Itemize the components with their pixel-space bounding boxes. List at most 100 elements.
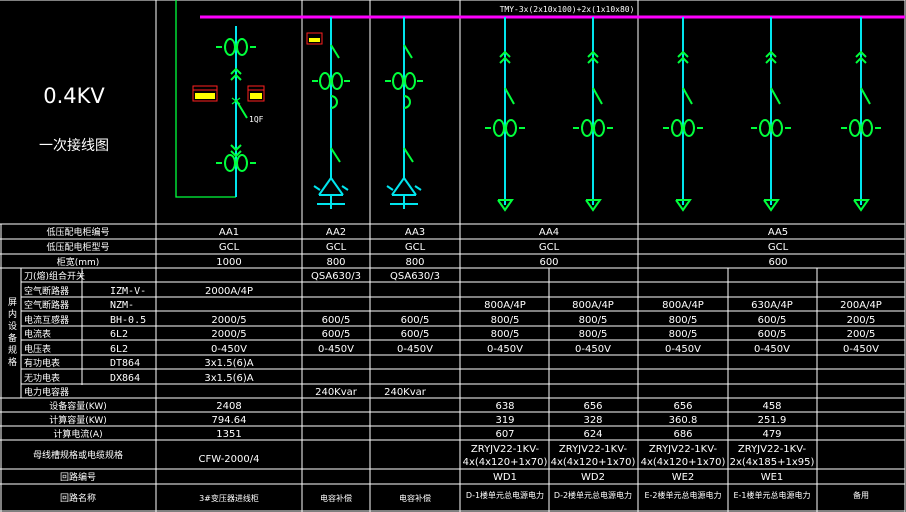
wd2-ct-icon	[573, 119, 613, 137]
cabinet-aa2-width: 800	[326, 257, 345, 268]
model-acb: IZM-V-	[110, 286, 146, 297]
wd1-voltmeter: 0-450V	[487, 344, 523, 355]
cabinet-aa3-type: GCL	[405, 242, 426, 253]
model-mccb: NZM-	[110, 300, 134, 311]
we2-calc-current: 686	[673, 429, 692, 440]
we1-voltmeter: 0-450V	[754, 344, 790, 355]
wd2-ammeter: 800/5	[579, 329, 608, 340]
aa1-circuit-name: 3#变压器进线柜	[199, 493, 259, 503]
aa2-capacitor: 240Kvar	[315, 387, 358, 398]
aa3-ct: 600/5	[401, 315, 430, 326]
aa1-meter-left-icon	[192, 85, 218, 102]
wd1-cable-size: 4x(4x120+1x70)	[463, 457, 548, 468]
aa1-reactive-meter: 3x1.5(6)A	[204, 373, 253, 384]
feeder-spare-circuit	[841, 17, 881, 212]
label-installed: 设备容量(KW)	[49, 400, 107, 412]
feeder-wd1-circuit	[485, 17, 525, 212]
aa3-ammeter: 600/5	[401, 329, 430, 340]
label-active-meter: 有功电表	[24, 357, 60, 369]
aa2-ct: 600/5	[322, 315, 351, 326]
wd2-ct: 800/5	[579, 315, 608, 326]
we2-circuit-no: WE2	[672, 472, 695, 483]
model-reactive-meter: DX864	[110, 373, 140, 384]
we2-mccb: 800A/4P	[662, 300, 704, 311]
aa1-meter-right-icon	[247, 85, 265, 102]
cabinet-aa2-type: GCL	[326, 242, 347, 253]
label-calc-power: 计算容量(KW)	[49, 414, 107, 426]
aa2-voltmeter: 0-450V	[318, 344, 354, 355]
we2-cable-size: 4x(4x120+1x70)	[641, 457, 726, 468]
aa1-installed: 2408	[216, 401, 241, 412]
cabinet-aa4-type: GCL	[539, 242, 560, 253]
aa1-values: 2000A/4P 2000/5 2000/5 0-450V 3x1.5(6)A …	[198, 286, 259, 503]
voltage-title: 0.4KV	[43, 84, 105, 108]
cabinet-aa1-width: 1000	[216, 257, 241, 268]
we1-ct-icon	[751, 119, 791, 137]
aa3-capacitor-bank-icon	[386, 177, 422, 209]
aa3-ct-icon	[385, 72, 423, 90]
model-ct: BH-0.5	[110, 315, 146, 326]
model-voltmeter: 6L2	[110, 344, 128, 355]
wd1-outgoing-arrow-icon	[497, 199, 514, 212]
wd2-cable-type: ZRYJV22-1KV-	[559, 444, 628, 455]
aa3-circuit-name: 电容补偿	[399, 493, 431, 503]
cabinet-aa4-width: 600	[539, 257, 558, 268]
spare-ct-icon	[841, 119, 881, 137]
aa1-ammeter: 2000/5	[211, 329, 246, 340]
aa1-ct-bottom-icon	[216, 154, 256, 172]
cabinet-aa1-no: AA1	[219, 227, 239, 238]
feeder-we2-values: 800A/4P 800/5 800/5 0-450V 656 360.8 686…	[641, 300, 726, 500]
label-width: 柜宽(mm)	[57, 256, 100, 268]
wd1-ammeter: 800/5	[491, 329, 520, 340]
cabinet-aa2-no: AA2	[326, 227, 346, 238]
aa1-calc-current: 1351	[216, 429, 241, 440]
aa2-capacitor-circuit	[306, 17, 350, 209]
wd1-calc-current: 607	[495, 429, 514, 440]
we1-circuit-name: E-1楼单元总电源电力	[733, 490, 810, 500]
aa1-ct: 2000/5	[211, 315, 246, 326]
label-ammeter: 电流表	[24, 328, 51, 340]
label-device-group: 屏内设备规格	[6, 297, 17, 369]
model-active-meter: DT864	[110, 358, 140, 369]
aa1-acb: 2000A/4P	[205, 286, 253, 297]
row-labels: 低压配电柜编号 低压配电柜型号 柜宽(mm) 屏内设备规格 刀(熔)组合开关 空…	[6, 226, 123, 504]
wd1-installed: 638	[495, 401, 514, 412]
aa3-capacitor: 240Kvar	[384, 387, 427, 398]
wd2-circuit-no: WD2	[581, 472, 605, 483]
cabinet-aa1-type: GCL	[219, 242, 240, 253]
aa2-capacitor-bank-icon	[313, 177, 349, 209]
label-acb: 空气断路器	[24, 285, 69, 297]
feeder-wd2-circuit	[573, 17, 613, 212]
we2-outgoing-arrow-icon	[675, 199, 692, 212]
wd1-ct-icon	[485, 119, 525, 137]
wd1-circuit-name: D-1楼单元总电源电力	[466, 490, 544, 500]
wd1-cable-type: ZRYJV22-1KV-	[471, 444, 540, 455]
we1-outgoing-arrow-icon	[763, 199, 780, 212]
wd2-cable-size: 4x(4x120+1x70)	[551, 457, 636, 468]
feeder-we2-circuit	[663, 17, 703, 212]
label-cabinet-no: 低压配电柜编号	[46, 226, 109, 238]
label-voltmeter: 电压表	[24, 343, 51, 355]
we2-calc-power: 360.8	[669, 415, 698, 426]
wd2-circuit-name: D-2楼单元总电源电力	[554, 490, 632, 500]
cabinet-aa5-no: AA5	[768, 227, 788, 238]
aa3-switch: QSA630/3	[390, 271, 440, 282]
label-circuit-name: 回路名称	[60, 492, 96, 504]
label-ct: 电流互感器	[24, 314, 69, 326]
aa1-isolator-top-icon	[230, 67, 242, 75]
label-mccb: 空气断路器	[24, 299, 69, 311]
we1-circuit-no: WE1	[761, 472, 784, 483]
aa3-reactor-icon	[403, 95, 411, 109]
wd2-outgoing-arrow-icon	[585, 199, 602, 212]
feeder-spare-values: 200A/4P 200/5 200/5 0-450V 备用	[840, 300, 882, 500]
we2-circuit-name: E-2楼单元总电源电力	[644, 490, 721, 500]
cabinet-aa3-width: 800	[405, 257, 424, 268]
we2-ct-icon	[663, 119, 703, 137]
aa3-capacitor-circuit	[385, 17, 423, 209]
we2-installed: 656	[673, 401, 692, 412]
aa2-switch: QSA630/3	[311, 271, 361, 282]
cabinet-aa4-no: AA4	[539, 227, 559, 238]
we1-mccb: 630A/4P	[751, 300, 793, 311]
aa1-cable: CFW-2000/4	[198, 454, 259, 465]
aa2-ammeter: 600/5	[322, 329, 351, 340]
